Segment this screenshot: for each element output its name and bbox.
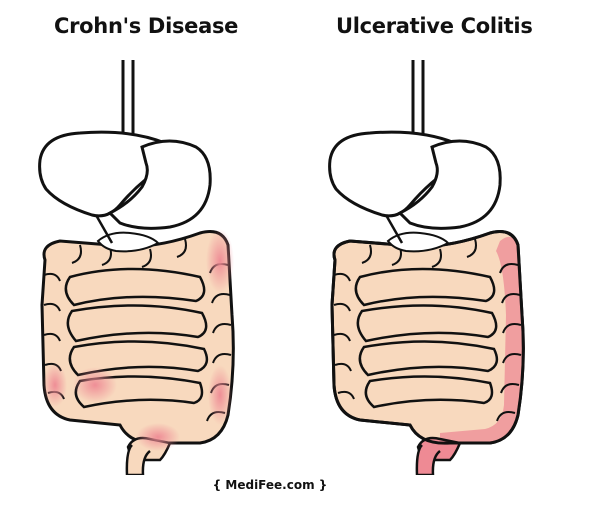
stomach (397, 139, 502, 230)
inflamed-patch (136, 423, 180, 451)
ulcerative-colitis-digestive-tract-illustration (290, 55, 590, 477)
source-credit: { MediFee.com } (212, 478, 328, 492)
inflamed-region (440, 236, 524, 445)
colon (330, 230, 525, 445)
stomach (107, 139, 212, 230)
ulcerative-colitis-title: Ulcerative Colitis (336, 14, 533, 38)
inflamed-patch (208, 365, 232, 425)
crohns-digestive-tract-illustration (0, 55, 300, 477)
crohns-disease-title: Crohn's Disease (54, 14, 239, 38)
inflamed-patch (43, 363, 67, 407)
colon (40, 230, 235, 445)
inflamed-patch (206, 229, 234, 293)
inflamed-patch (73, 367, 117, 403)
